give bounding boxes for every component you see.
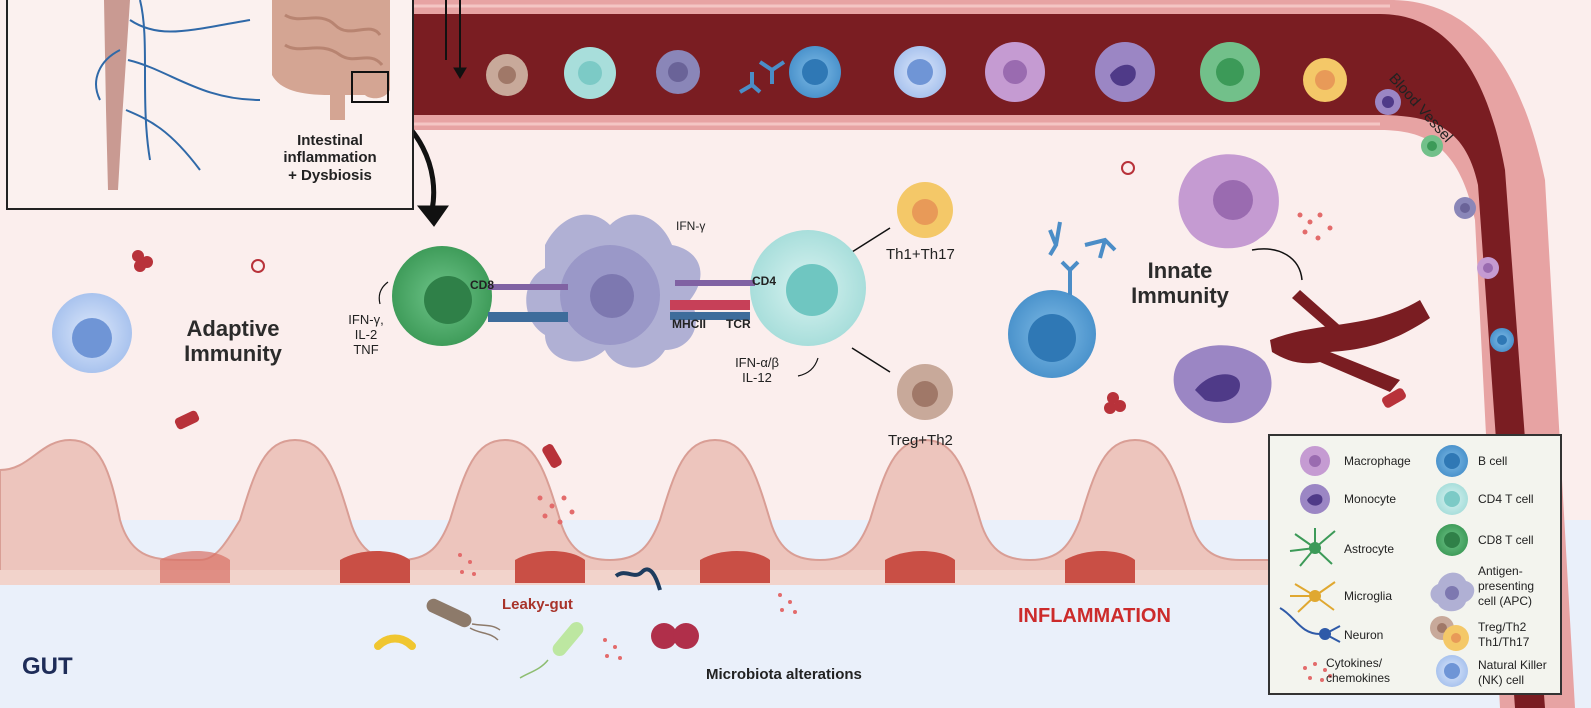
legend-cytokines: Cytokines/ chemokines: [1326, 656, 1391, 685]
legend-apc: Antigen- presenting cell (APC): [1478, 564, 1535, 608]
legend-monocyte: Monocyte: [1344, 492, 1397, 506]
legend-microglia: Microglia: [1344, 589, 1393, 603]
apc-icon: [1430, 572, 1475, 612]
adaptive-immunity-title: Adaptive Immunity: [168, 316, 298, 367]
cd8-cytokine-3: TNF: [353, 341, 379, 357]
tcr-label: TCR: [726, 317, 751, 331]
adaptive-title-line1: Adaptive: [186, 316, 280, 341]
apc-cytokines: IFN-α/β IL-12: [722, 355, 792, 386]
receptor-bridges: [488, 280, 755, 322]
legend-cd4-t-cell: CD4 T cell: [1478, 492, 1534, 506]
th1-th17-label: Th1+Th17: [886, 246, 955, 263]
particles: [132, 161, 1406, 468]
adaptive-cells: [52, 182, 953, 420]
adaptive-title-line2: Immunity: [184, 341, 282, 367]
mhcii-label: MHCII: [672, 317, 706, 331]
intestinal-epithelium: [0, 438, 1271, 585]
astrocyte-icon: [1289, 528, 1336, 567]
legend-astrocyte: Astrocyte: [1344, 542, 1395, 556]
legend-cd8-t-cell: CD8 T cell: [1478, 533, 1534, 547]
inset-caption-line3: + Dysbiosis: [288, 166, 372, 184]
apc-cell: [526, 214, 701, 368]
apc-cytokine-1: IFN-α/β: [735, 355, 779, 370]
cd8-cytokines: IFN-γ, IL-2 TNF: [336, 312, 396, 358]
gut-label: GUT: [22, 653, 73, 680]
cytokine-dots: [458, 212, 1333, 660]
legend-nk-cell: Natural Killer (NK) cell: [1478, 658, 1547, 687]
legend-icons: [1279, 445, 1475, 687]
legend: Macrophage B cell Monocyte CD4 T cell As…: [1268, 434, 1562, 695]
innate-title-line2: Immunity: [1131, 283, 1229, 309]
innate-immunity-title: Innate Immunity: [1118, 258, 1242, 309]
leaky-gut-label: Leaky-gut: [502, 596, 573, 613]
microglia-icon: [1290, 581, 1336, 613]
treg-th-icon: [1430, 616, 1469, 651]
innate-cells: [1008, 154, 1279, 424]
innate-title-line1: Innate: [1147, 258, 1213, 283]
legend-b-cell: B cell: [1478, 454, 1508, 468]
microbiota-label: Microbiota alterations: [706, 666, 862, 683]
inflammation-label: INFLAMMATION: [1018, 605, 1171, 627]
legend-neuron: Neuron: [1344, 628, 1384, 642]
cd8-label: CD8: [470, 278, 495, 292]
inset-anatomy-overlay: [95, 0, 390, 190]
ifn-gamma-label: IFN-γ: [676, 219, 706, 233]
apc-cytokine-2: IL-12: [742, 369, 772, 385]
cd8-cytokine-1: IFN-γ,: [348, 312, 384, 327]
microbiota: [374, 567, 699, 679]
vessel-cells: [486, 42, 1514, 352]
inset-caption-line2: inflammation: [283, 149, 377, 167]
inset-caption-line1: Intestinal: [297, 132, 363, 149]
neuron-icon: [1279, 607, 1341, 643]
legend-macrophage: Macrophage: [1344, 454, 1411, 468]
branch-vessel: [1270, 290, 1430, 392]
treg-th2-label: Treg+Th2: [888, 432, 953, 449]
cytokines-icon: [1303, 662, 1332, 682]
legend-treg-th: Treg/Th2 Th1/Th17: [1478, 620, 1530, 649]
cd4-label: CD4: [752, 274, 777, 288]
inset-caption: Intestinal inflammation + Dysbiosis: [260, 132, 400, 184]
cd8-cytokine-2: IL-2: [354, 326, 378, 342]
